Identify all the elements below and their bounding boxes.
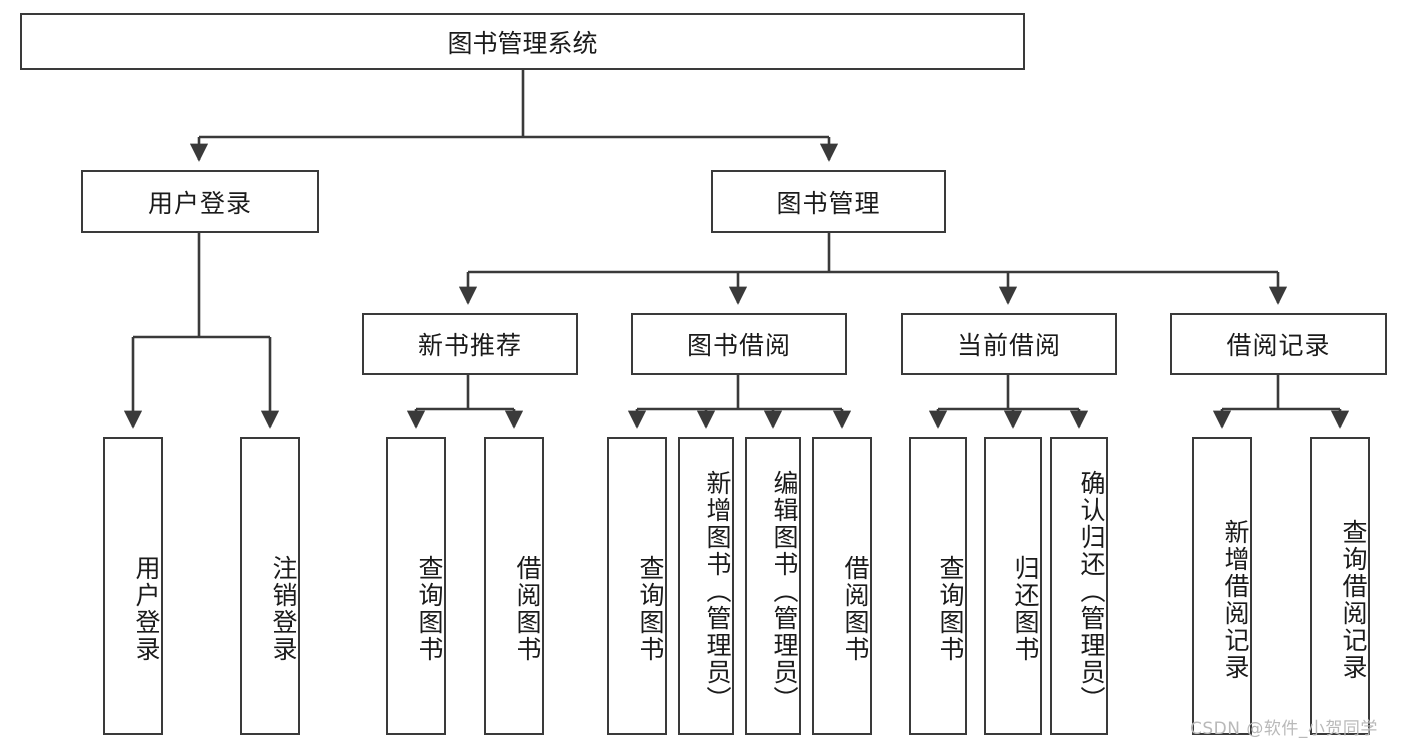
leaf-edit-book-admin-label: 编辑图书（管理员） [770,469,799,713]
leaf-query-book-recommend[interactable]: 查询图书 [386,437,446,735]
leaf-query-book-borrow[interactable]: 查询图书 [607,437,667,735]
leaf-logout-label: 注销登录 [269,555,298,663]
leaf-user-login-label: 用户登录 [132,555,161,663]
leaf-query-book-recommend-label: 查询图书 [415,555,444,663]
leaf-return-book-label: 归还图书 [1011,555,1040,663]
leaf-edit-book-admin[interactable]: 编辑图书（管理员） [745,437,801,735]
leaf-add-book-admin-label: 新增图书（管理员） [703,469,732,713]
leaf-return-book[interactable]: 归还图书 [984,437,1042,735]
leaf-add-book-admin[interactable]: 新增图书（管理员） [678,437,734,735]
leaf-confirm-return-admin-label: 确认归还（管理员） [1077,469,1106,713]
node-root[interactable]: 图书管理系统 [20,13,1025,70]
leaf-borrow-book[interactable]: 借阅图书 [812,437,872,735]
node-user-login[interactable]: 用户登录 [81,170,319,233]
node-current-borrow[interactable]: 当前借阅 [901,313,1117,375]
leaf-user-login[interactable]: 用户登录 [103,437,163,735]
node-borrow-records-label: 借阅记录 [1226,331,1331,360]
leaf-borrow-book-recommend-label: 借阅图书 [513,555,542,663]
node-new-book-recommend[interactable]: 新书推荐 [362,313,578,375]
csdn-watermark: CSDN @软件_小贺同学 [1190,719,1378,739]
node-book-borrow[interactable]: 图书借阅 [631,313,847,375]
node-root-label: 图书管理系统 [447,28,598,58]
node-borrow-records[interactable]: 借阅记录 [1170,313,1387,375]
leaf-query-book-current[interactable]: 查询图书 [909,437,967,735]
leaf-query-book-borrow-label: 查询图书 [636,555,665,663]
node-book-borrow-label: 图书借阅 [686,331,791,360]
leaf-confirm-return-admin[interactable]: 确认归还（管理员） [1050,437,1108,735]
leaf-query-borrow-record-label: 查询借阅记录 [1339,519,1368,681]
leaf-add-borrow-record[interactable]: 新增借阅记录 [1192,437,1252,735]
node-book-management-label: 图书管理 [776,188,881,218]
node-current-borrow-label: 当前借阅 [956,331,1061,360]
node-user-login-label: 用户登录 [147,188,252,218]
node-new-book-recommend-label: 新书推荐 [417,331,522,360]
leaf-borrow-book-label: 借阅图书 [841,555,870,663]
leaf-query-book-current-label: 查询图书 [936,555,965,663]
node-book-management[interactable]: 图书管理 [711,170,946,233]
leaf-borrow-book-recommend[interactable]: 借阅图书 [484,437,544,735]
leaf-add-borrow-record-label: 新增借阅记录 [1221,519,1250,681]
leaf-query-borrow-record[interactable]: 查询借阅记录 [1310,437,1370,735]
leaf-logout[interactable]: 注销登录 [240,437,300,735]
